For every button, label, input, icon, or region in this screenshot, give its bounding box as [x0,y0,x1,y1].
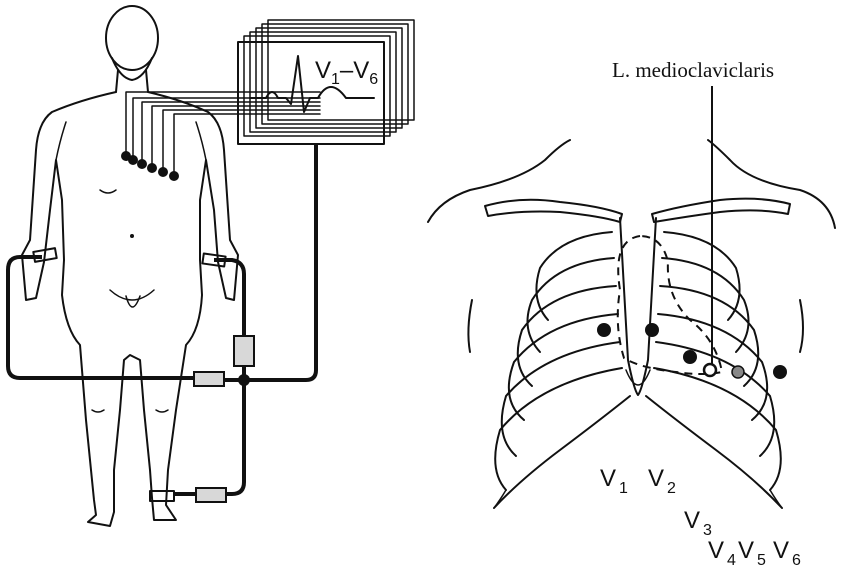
resistor-arm [234,336,254,366]
body-figure [22,6,238,526]
limb-cables [8,144,316,502]
resistor-junction [194,372,224,386]
electrode-v1 [597,323,611,337]
electrode-v6 [773,365,787,379]
ribcage-diagram [428,140,835,508]
electrode-v4 [704,364,716,376]
midclavicular-label: L. medioclaviclaris [612,58,774,82]
electrode-v3 [683,350,697,364]
resistor-leg [196,488,226,502]
electrode-v5 [732,366,744,378]
ecg-monitor-cards: V1–V6 [238,20,414,144]
monitor-label: V1–V6 [315,57,378,88]
electrode-v2 [645,323,659,337]
